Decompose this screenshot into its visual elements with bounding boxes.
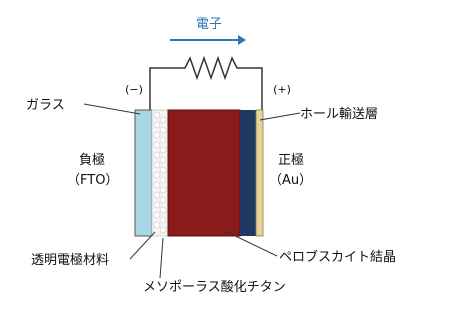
transparent-electrode-leader — [129, 231, 156, 260]
transparent-electrode-label: 透明電極材料 — [31, 252, 109, 268]
negative-polarity-label: (−) — [125, 83, 143, 96]
electron-arrow-head — [238, 35, 246, 45]
negative-electrode-material-label: （FTO） — [67, 173, 118, 188]
hole-transport-label: ホール輸送層 — [300, 107, 378, 122]
perovskite-layer — [167, 109, 241, 237]
electron-arrow — [170, 35, 246, 45]
hole-transport-layer — [240, 110, 256, 236]
glass-layer — [134, 109, 153, 237]
perovskite-leader — [224, 230, 278, 257]
glass-label: ガラス — [26, 98, 65, 113]
mesoporous-leader — [159, 237, 164, 279]
electron-label: 電子 — [196, 17, 222, 32]
positive-electrode-material-label: （Au） — [269, 173, 312, 188]
leader-lines — [83, 103, 301, 279]
perovskite-label: ペロブスカイト結晶 — [279, 249, 396, 265]
circuit-wire — [149, 55, 263, 110]
positive-electrode-label: 正極 — [278, 152, 304, 168]
hole-transport-leader — [259, 112, 301, 121]
mesoporous-layer — [151, 109, 169, 237]
negative-electrode-label: 負極 — [79, 152, 105, 168]
positive-polarity-label: (+) — [273, 83, 291, 96]
glass-leader — [83, 103, 141, 115]
gold-electrode-layer — [255, 109, 264, 237]
mesoporous-tio2-label: メソポーラス酸化チタン — [143, 280, 286, 295]
